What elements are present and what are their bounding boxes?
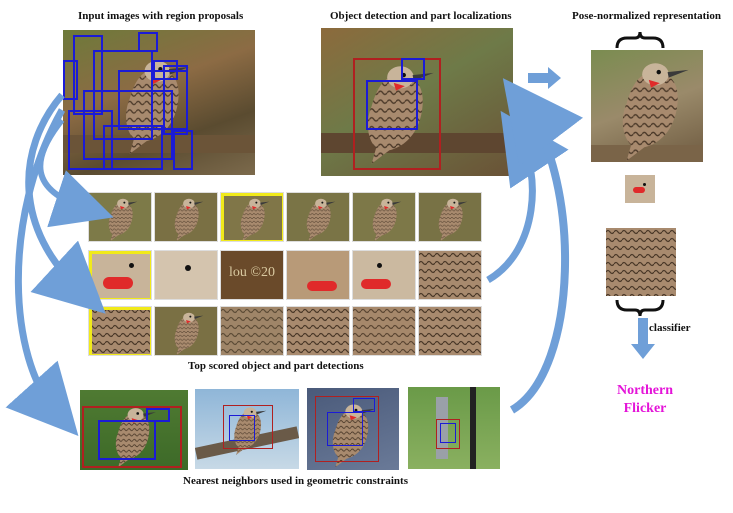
prediction-result: Northern Flicker — [600, 382, 690, 418]
feather-texture — [287, 307, 349, 355]
pose-normalized-head-image — [591, 50, 703, 162]
bird-eye — [129, 263, 134, 268]
region-proposal-box — [73, 35, 103, 115]
feather-texture — [221, 307, 283, 355]
body-part-box — [229, 415, 255, 441]
head-part-box — [146, 408, 170, 422]
region-proposal-box — [93, 50, 153, 140]
body-tile — [220, 306, 284, 356]
object-detection-box — [223, 405, 273, 449]
detection-tile — [220, 192, 284, 242]
label-input-images: Input images with region proposals — [78, 10, 244, 22]
region-proposal-box — [83, 90, 173, 160]
body-tile — [352, 306, 416, 356]
pole — [470, 387, 476, 469]
feather-texture — [419, 251, 481, 299]
head-tile: lou ©20 — [220, 250, 284, 300]
label-pose-normalized: Pose-normalized representation — [572, 10, 721, 22]
head-tile — [286, 250, 350, 300]
object-detection-box — [315, 396, 379, 462]
head-part-box — [353, 398, 375, 412]
region-proposal-box — [103, 125, 163, 170]
bird-eye — [377, 263, 382, 268]
feather-texture — [353, 307, 415, 355]
red-patch — [633, 187, 645, 193]
region-proposal-box — [63, 60, 78, 100]
detection-tile — [418, 192, 482, 242]
selected-highlight — [221, 193, 283, 241]
neighbor-image-1 — [80, 390, 188, 470]
body-tile — [88, 306, 152, 356]
pose-normalized-body-image — [606, 228, 676, 296]
detection-image — [321, 28, 513, 176]
feather-texture — [606, 228, 676, 296]
body-tile — [418, 306, 482, 356]
body-tile — [286, 306, 350, 356]
red-patch — [361, 279, 391, 289]
object-detection-box — [353, 58, 441, 170]
detection-tile — [286, 192, 350, 242]
neighbor-image-4 — [408, 387, 500, 469]
watermark-text: lou ©20 — [229, 265, 276, 280]
head-tile — [352, 250, 416, 300]
brace-bottom-icon — [615, 299, 665, 317]
down-arrow-icon — [631, 318, 655, 359]
body-part-box — [98, 420, 156, 460]
neighbor-image-2 — [195, 389, 299, 469]
result-line-2: Flicker — [623, 401, 667, 416]
body-tile — [418, 250, 482, 300]
feather-texture — [89, 307, 151, 355]
bird-eye — [643, 183, 646, 186]
region-proposal-box — [173, 130, 193, 170]
brace-top-icon — [615, 31, 665, 49]
detection-tile — [352, 192, 416, 242]
region-proposal-box — [163, 65, 188, 135]
body-part-box — [440, 423, 456, 443]
red-patch — [307, 281, 337, 291]
selected-highlight — [89, 307, 151, 355]
feeder — [436, 397, 448, 459]
object-detection-box — [436, 419, 460, 449]
body-part-box — [366, 80, 418, 130]
head-tile — [154, 250, 218, 300]
label-classifier: classifier — [649, 322, 691, 334]
red-patch — [103, 277, 133, 289]
wooden-rail — [591, 145, 703, 162]
label-object-detection: Object detection and part localizations — [330, 10, 512, 22]
head-part-box — [401, 58, 425, 80]
label-top-scored: Top scored object and part detections — [188, 360, 364, 372]
bird-eye — [185, 265, 191, 271]
label-nearest-neighbors: Nearest neighbors used in geometric cons… — [183, 475, 408, 487]
region-proposal-box — [138, 32, 158, 52]
neighbor-image-3 — [307, 388, 399, 470]
top-scored-strip: lou ©20 — [88, 192, 484, 358]
input-image-region-proposals — [63, 30, 255, 175]
feather-texture — [419, 307, 481, 355]
detection-tile — [154, 192, 218, 242]
body-part-box — [327, 412, 363, 446]
wooden-rail — [321, 133, 513, 153]
pose-normalized-small-head — [625, 175, 655, 203]
object-detection-box — [82, 406, 182, 468]
result-line-1: Northern — [617, 383, 673, 398]
region-proposal-box — [68, 110, 113, 170]
body-tile — [154, 306, 218, 356]
